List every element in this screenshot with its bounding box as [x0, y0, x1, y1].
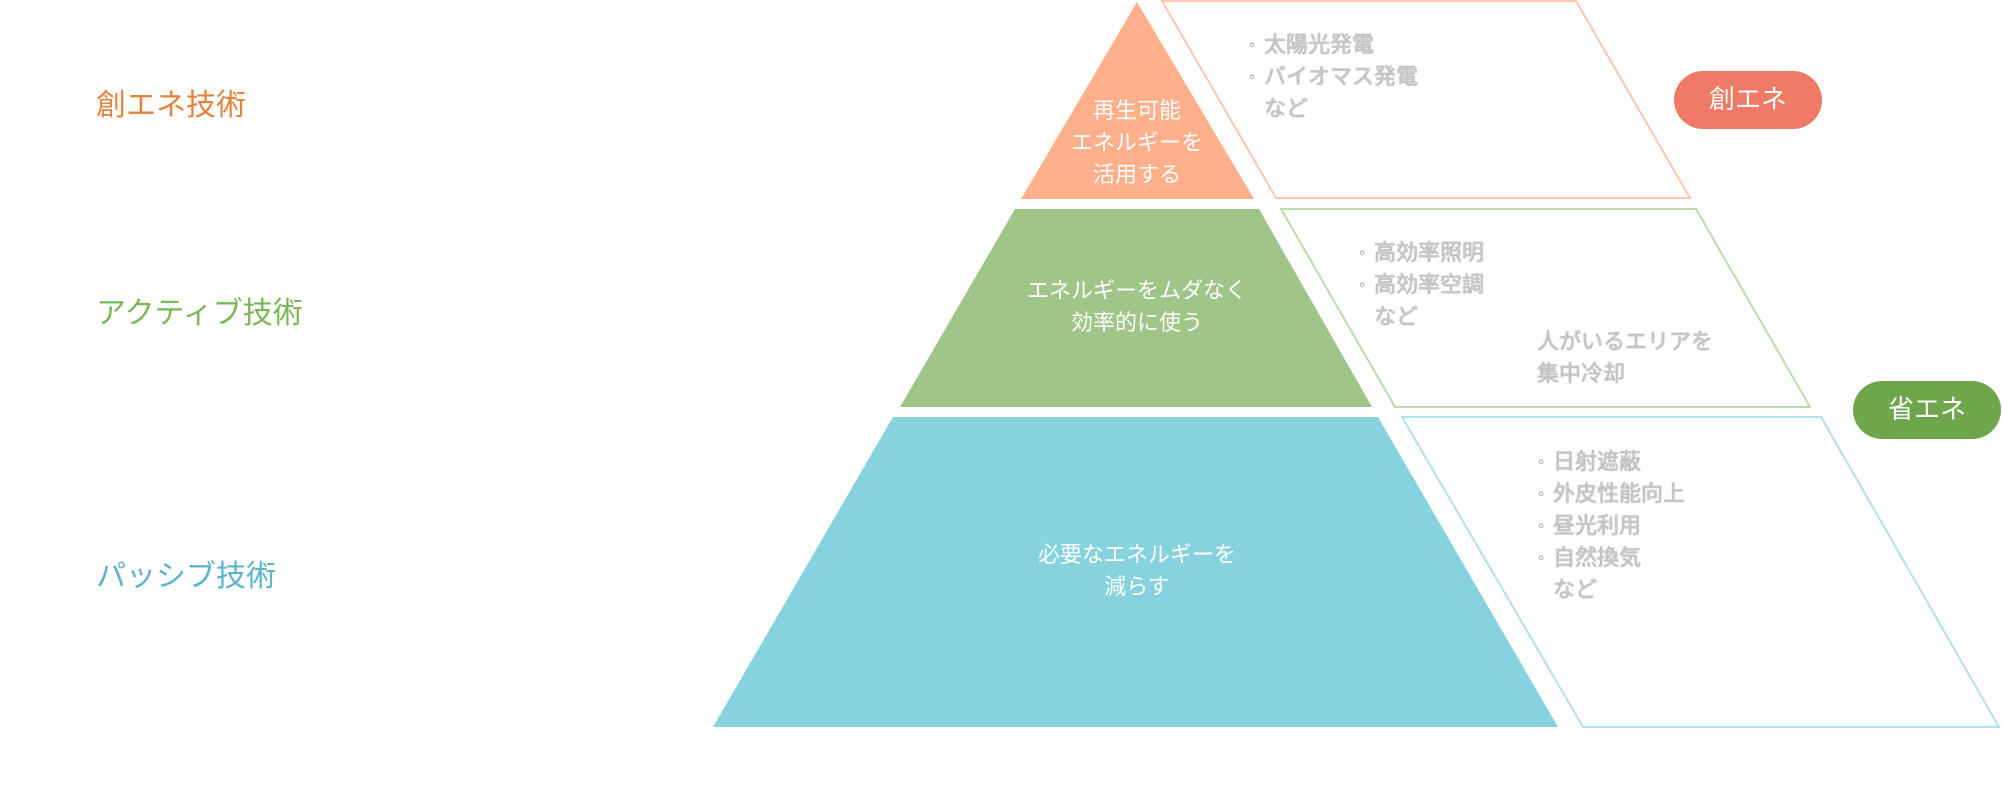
passive-tier-text: 必要なエネルギーを 減らす: [1037, 543, 1237, 600]
active-note: 人がいるエリアを 集中冷却: [1537, 330, 1714, 387]
bullet-icon: ◦: [1248, 70, 1257, 86]
active-tier: [900, 209, 1372, 407]
active-tier-text: エネルギーをムダなく 効率的に使う: [1026, 279, 1248, 336]
bullet-icon: ◦: [1537, 455, 1546, 471]
save-energy-badge: 省エネ: [1853, 381, 2001, 439]
list-item: ◦外皮性能向上: [1537, 479, 1685, 511]
bullet-icon: ◦: [1537, 487, 1546, 503]
list-item: ◦高効率空調: [1358, 270, 1484, 302]
create-detail-box: [1160, 0, 1692, 199]
bullet-icon: ◦: [1358, 246, 1367, 262]
category-active-label: アクティブ技術: [96, 296, 303, 331]
list-item: ◦自然換気: [1537, 543, 1685, 575]
passive-examples-list: ◦日射遮蔽 ◦外皮性能向上 ◦昼光利用 ◦自然換気 など: [1537, 447, 1685, 607]
passive-detail-box: [1400, 416, 2001, 728]
category-passive-label: パッシブ技術: [96, 559, 276, 594]
list-item: など: [1264, 97, 1309, 122]
create-tier-text: 再生可能 エネルギーを 活用する: [1070, 99, 1204, 188]
active-detail-box: [1279, 208, 1812, 408]
category-create-label: 創エネ技術: [96, 88, 246, 123]
list-item: ◦昼光利用: [1537, 511, 1685, 543]
bullet-icon: ◦: [1358, 278, 1367, 294]
list-item: ◦太陽光発電: [1248, 30, 1418, 62]
list-item: ◦高効率照明: [1358, 238, 1484, 270]
list-item: ◦日射遮蔽: [1537, 447, 1685, 479]
bullet-icon: ◦: [1248, 38, 1257, 54]
active-examples-list: ◦高効率照明 ◦高効率空調 など: [1358, 238, 1484, 334]
passive-tier: [713, 417, 1558, 727]
list-item: など: [1553, 578, 1598, 603]
create-examples-list: ◦太陽光発電 ◦バイオマス発電 など: [1248, 30, 1418, 126]
bullet-icon: ◦: [1537, 519, 1546, 535]
create-energy-badge: 創エネ: [1674, 71, 1822, 129]
list-item: ◦バイオマス発電: [1248, 62, 1418, 94]
bullet-icon: ◦: [1537, 551, 1546, 567]
create-tier: [1021, 2, 1254, 199]
list-item: など: [1374, 305, 1419, 330]
